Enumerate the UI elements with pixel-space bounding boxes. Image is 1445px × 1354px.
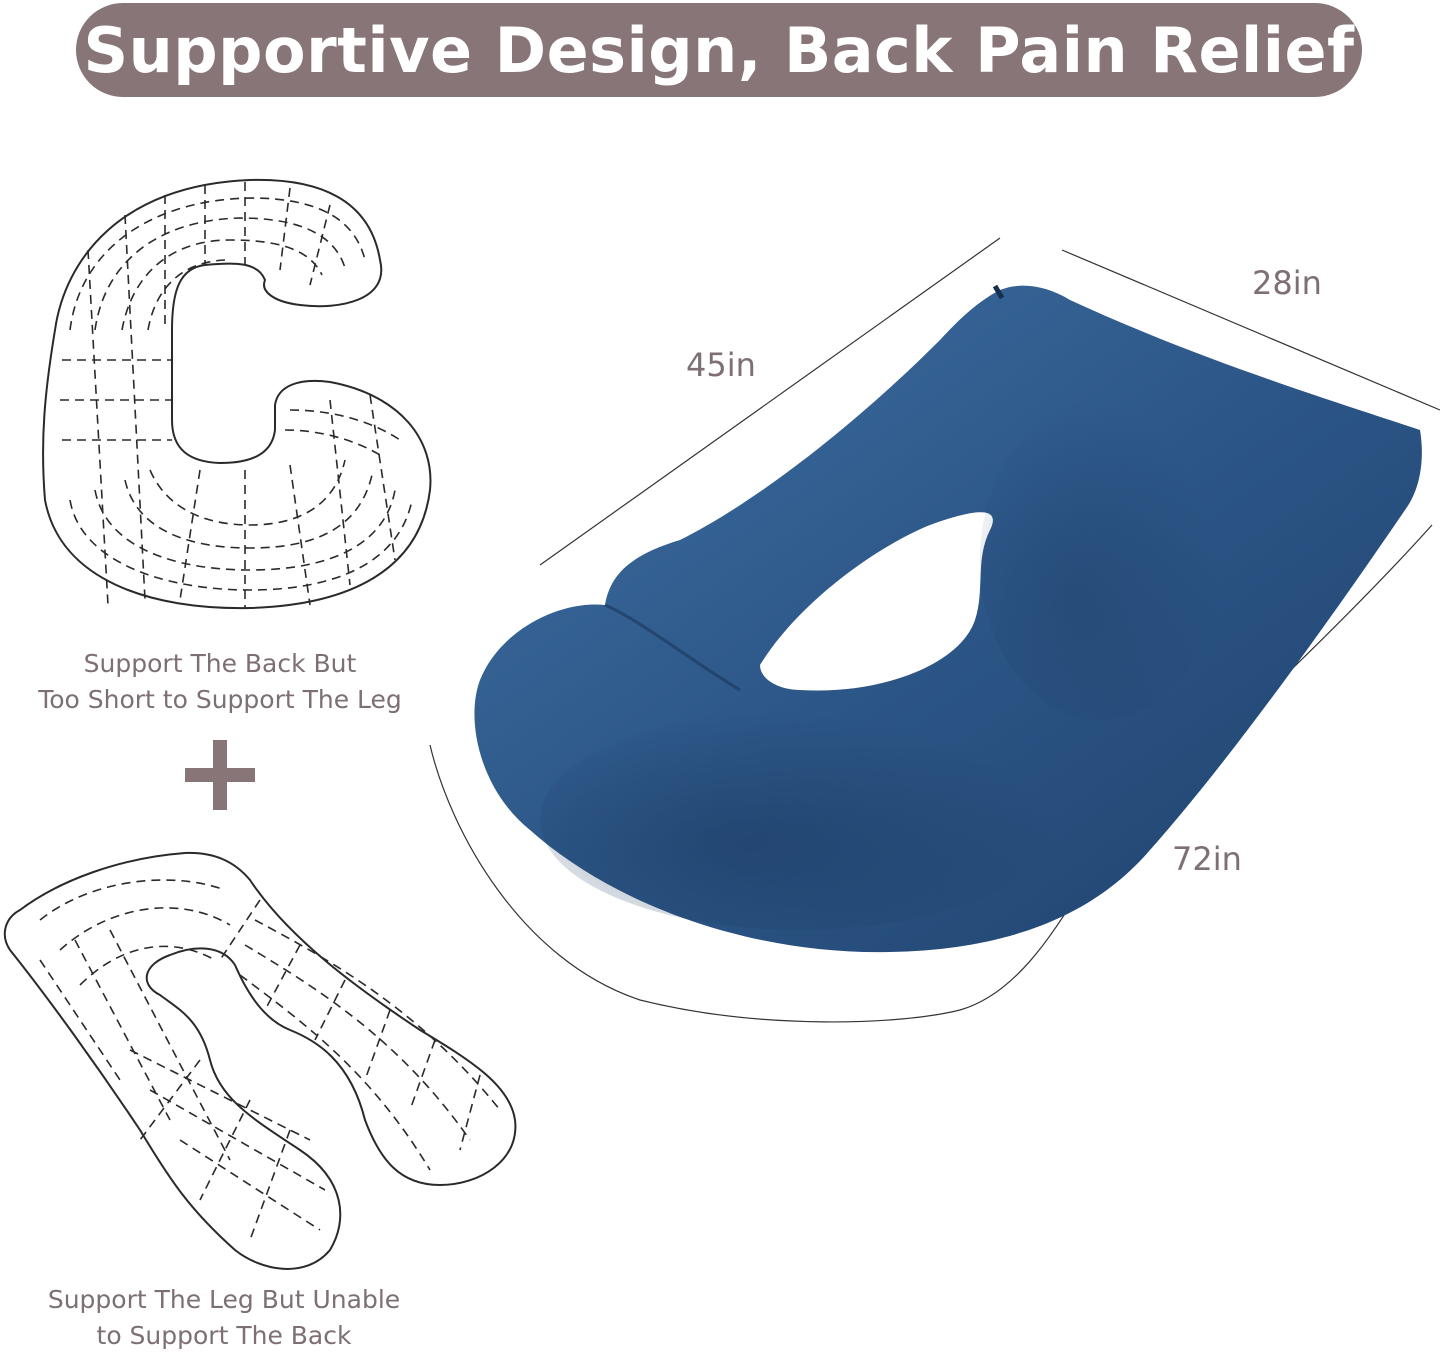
title-banner: Supportive Design, Back Pain Relief [76, 3, 1362, 97]
u-shape-caption-line1: Support The Leg But Unable [47, 1285, 401, 1314]
width-dimension-label: 45in [686, 346, 756, 384]
plus-icon [185, 740, 257, 812]
banner-title: Supportive Design, Back Pain Relief [83, 13, 1355, 87]
c-shape-caption: Support The Back But Too Short to Suppor… [0, 646, 440, 718]
length-dimension-label: 72in [1172, 840, 1242, 878]
c-shape-caption-line1: Support The Back But [83, 649, 357, 678]
depth-dimension-line [1061, 249, 1441, 411]
width-dimension-line [539, 237, 1001, 566]
u-shape-caption: Support The Leg But Unable to Support Th… [0, 1282, 448, 1354]
c-shape-caption-line2: Too Short to Support The Leg [38, 685, 402, 714]
c-shaped-pillow-outline-icon [42, 178, 432, 610]
blue-pregnancy-pillow-image [474, 284, 1422, 953]
u-shaped-pillow-outline-icon [3, 851, 517, 1270]
depth-dimension-label: 28in [1252, 264, 1322, 302]
u-shape-caption-line2: to Support The Back [96, 1321, 352, 1350]
